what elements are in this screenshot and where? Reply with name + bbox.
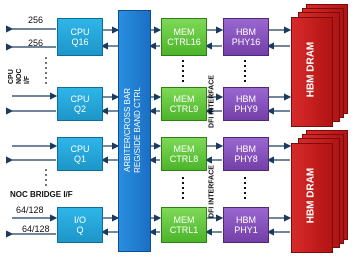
cpu-block-label: CPU [70, 144, 90, 154]
hbm-phy-id: PHY16 [231, 37, 261, 47]
cpu-block-id: Q2 [73, 104, 86, 114]
cpu-block-q2: CPU Q2 [57, 87, 103, 121]
cpu-noc-if-label: CPU NOC I/F [8, 68, 31, 84]
dfi-interface-label-top: DFI INTERFACE [208, 75, 216, 128]
mem-ctrl-id: CTRL1 [169, 225, 199, 235]
io-block-q: I/O Q [57, 207, 103, 243]
hbm-phy-block-8: HBM PHY8 [223, 137, 269, 171]
hbm-phy-label: HBM [236, 27, 256, 37]
mem-ctrl-block-16: MEM CTRL16 [161, 18, 207, 56]
hbm-phy-id: PHY1 [234, 225, 258, 235]
hbm-column-ellipsis-bottom [244, 177, 246, 202]
mem-ctrl-id: CTRL16 [167, 37, 201, 47]
hbm-phy-block-16: HBM PHY16 [223, 18, 269, 56]
bus-width-label-bottom-2: 64/128 [22, 224, 50, 234]
hbm-phy-label: HBM [236, 144, 256, 154]
arbiter-crossbar-block [118, 10, 151, 252]
arbiter-crossbar-label: ARBITER/CROSS BAR REG/SIDE BAND CTRL [123, 87, 142, 173]
cpu-block-q1: CPU Q1 [57, 137, 103, 171]
hbm-phy-label: HBM [236, 215, 256, 225]
mem-ctrl-label: MEM [173, 94, 195, 104]
cpu-block-q16: CPU Q16 [57, 18, 103, 56]
bus-width-label-top-2: 256 [28, 38, 44, 48]
mem-column-ellipsis-bottom [182, 177, 184, 202]
mem-ctrl-block-8: MEM CTRL8 [161, 137, 207, 171]
hbm-phy-block-9: HBM PHY9 [223, 87, 269, 121]
mem-ctrl-label: MEM [173, 144, 195, 154]
mem-ctrl-label: MEM [173, 215, 195, 225]
hbm-dram-stack-bottom [291, 143, 333, 253]
hbm-phy-label: HBM [236, 94, 256, 104]
mem-ctrl-label: MEM [173, 27, 195, 37]
noc-bridge-if-label: NOC BRIDGE I/F [10, 190, 73, 199]
io-block-label: I/O [73, 215, 86, 225]
mem-ctrl-id: CTRL9 [169, 104, 199, 114]
hbm-column-ellipsis-top [244, 60, 246, 85]
hbm-phy-id: PHY8 [234, 154, 258, 164]
hbm-dram-stack-top [291, 17, 333, 127]
mem-ctrl-id: CTRL8 [169, 154, 199, 164]
io-block-id: Q [76, 225, 84, 235]
cpu-block-label: CPU [70, 27, 90, 37]
mem-ctrl-block-1: MEM CTRL1 [161, 207, 207, 243]
cpu-block-id: Q1 [73, 154, 86, 164]
bus-width-label-top-1: 256 [28, 15, 44, 25]
cpu-block-label: CPU [70, 94, 90, 104]
dfi-interface-label-bottom: DFI INTERFACE [208, 165, 216, 218]
mem-column-ellipsis-top [182, 60, 184, 85]
hbm-phy-id: PHY9 [234, 104, 258, 114]
bus-width-label-bottom-1: 64/128 [16, 205, 44, 215]
cpu-block-id: Q16 [71, 37, 89, 47]
mem-ctrl-block-9: MEM CTRL9 [161, 87, 207, 121]
hbm-dram-label-bottom: HBM DRAM [305, 167, 317, 224]
hbm-phy-block-1: HBM PHY1 [223, 207, 269, 243]
hbm-dram-label-top: HBM DRAM [305, 41, 317, 98]
